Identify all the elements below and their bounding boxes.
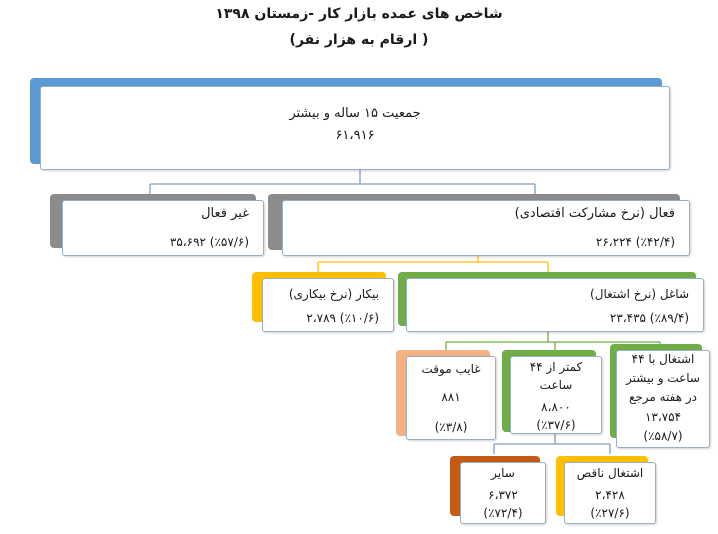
temp-absent-label: غایب موقت — [421, 362, 481, 376]
over44-value: ۱۳،۷۵۴ — [644, 410, 682, 424]
population-label: جمعیت ۱۵ ساله و بیشتر — [289, 106, 421, 121]
underemployed-value: ۲،۴۲۸ — [595, 488, 625, 502]
temp-absent-card: غایب موقت ۸۸۱ (٪۳/۸) — [406, 356, 496, 440]
other-card: سایر ۶،۳۷۲ (٪۷۲/۴) — [460, 462, 546, 524]
other-value: ۶،۳۷۲ — [488, 488, 518, 502]
underemployed-share: (٪۲۷/۶) — [590, 506, 630, 520]
over44-label-line2: ساعت و بیشتر — [626, 371, 700, 385]
over44-label-line1: اشتغال با ۴۴ — [631, 352, 695, 366]
population-value: ۶۱،۹۱۶ — [335, 128, 375, 143]
underemployed-card: اشتغال ناقص ۲،۴۲۸ (٪۲۷/۶) — [564, 462, 656, 524]
active-card: فعال (نرخ مشارکت اقتصادی) (٪۴۲/۴) ۲۶،۲۲۴ — [282, 200, 690, 256]
under44-share: (٪۳۷/۶) — [536, 418, 576, 432]
under44-label-line2: ساعت — [539, 378, 573, 392]
over44-card: اشتغال با ۴۴ ساعت و بیشتر در هفته مرجع ۱… — [616, 350, 710, 448]
active-label: فعال (نرخ مشارکت اقتصادی) — [514, 206, 675, 221]
active-connectors — [317, 252, 549, 272]
over44-label-line3: در هفته مرجع — [628, 390, 698, 404]
diagram-subtitle: ( ارقام به هزار نفر) — [289, 32, 429, 48]
population-connectors — [149, 168, 536, 196]
temp-absent-share: (٪۳/۸) — [434, 420, 468, 434]
employed-value: (٪۸۹/۴) ۲۳،۴۳۵ — [609, 311, 689, 325]
temp-absent-value: ۸۸۱ — [441, 390, 461, 404]
other-label: سایر — [491, 466, 515, 480]
unemployed-label: بیکار (نرخ بیکاری) — [288, 287, 379, 301]
other-share: (٪۷۲/۴) — [483, 506, 523, 520]
diagram-title: شاخص های عمده بازار کار -زمستان ۱۳۹۸ — [215, 6, 503, 22]
under44-card: کمتر از ۴۴ ساعت ۸،۸۰۰ (٪۳۷/۶) — [510, 356, 602, 434]
over44-share: (٪۵۸/۷) — [643, 429, 683, 443]
under44-value: ۸،۸۰۰ — [541, 400, 571, 414]
inactive-card: غیر فعال (٪۵۷/۶) ۳۵،۶۹۲ — [62, 200, 264, 256]
employed-label: شاغل (نرخ اشتغال) — [590, 287, 689, 301]
population-card: جمعیت ۱۵ ساله و بیشتر ۶۱،۹۱۶ — [40, 86, 670, 170]
active-value: (٪۴۲/۴) ۲۶،۲۲۴ — [595, 235, 675, 249]
inactive-value: (٪۵۷/۶) ۳۵،۶۹۲ — [169, 235, 249, 249]
under44-label-line1: کمتر از ۴۴ — [529, 360, 583, 374]
inactive-label: غیر فعال — [201, 206, 249, 221]
unemployed-value: (٪۱۰/۶) ۲،۷۸۹ — [306, 311, 379, 325]
underemployed-label: اشتغال ناقص — [576, 466, 644, 480]
employed-card: شاغل (نرخ اشتغال) (٪۸۹/۴) ۲۳،۴۳۵ — [406, 278, 704, 332]
unemployed-card: بیکار (نرخ بیکاری) (٪۱۰/۶) ۲،۷۸۹ — [262, 278, 394, 332]
